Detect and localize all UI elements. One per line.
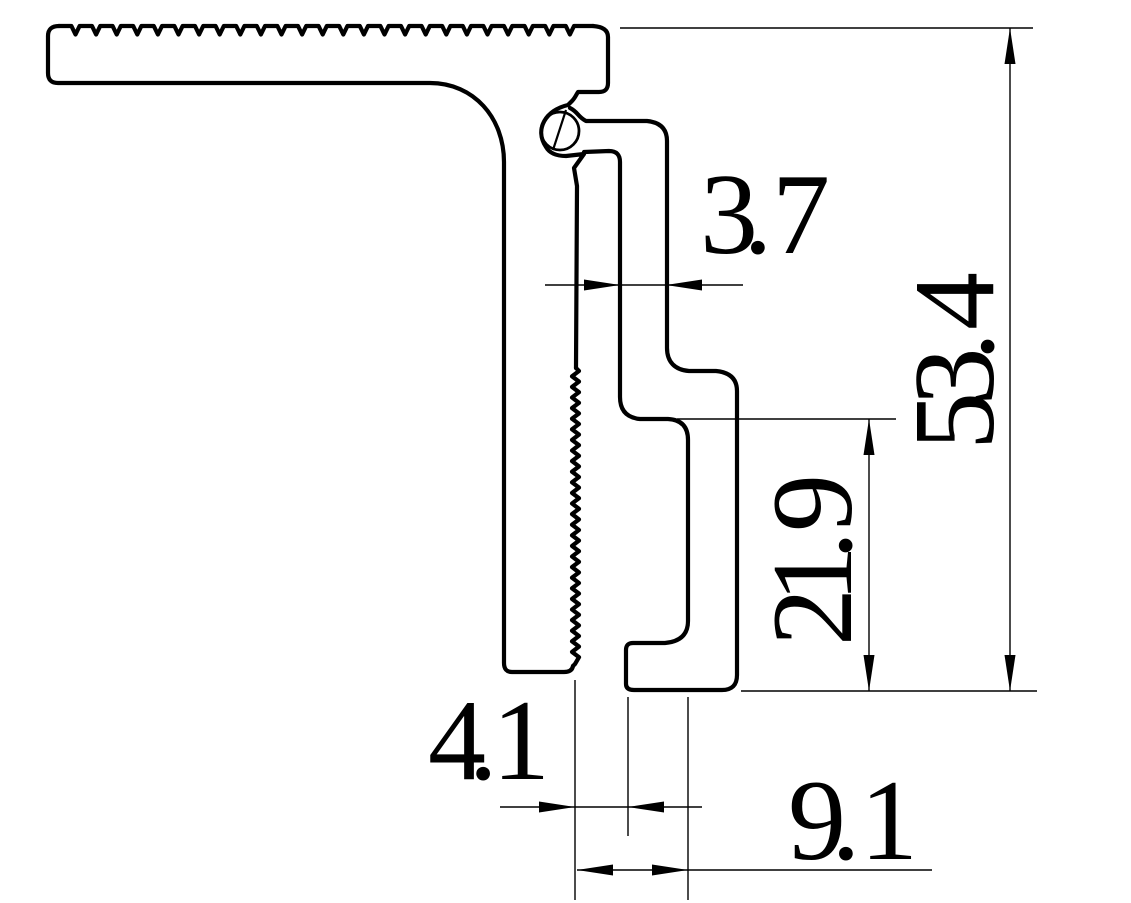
- arrow-3-7-right: [666, 279, 702, 291]
- arrow-21-9-top: [863, 419, 875, 455]
- arrow-21-9-bottom: [863, 655, 875, 691]
- top-serration: [56, 23, 596, 37]
- dimension-channel-width: 9. 1: [577, 757, 932, 885]
- dim-label-21-9: 21. 9: [749, 474, 877, 646]
- dimension-step-height: 21. 9: [749, 419, 877, 691]
- arrow-9-1-left: [577, 864, 613, 876]
- dim-label-53-4: 53. 4: [891, 272, 1019, 450]
- bar-and-leg-outline: [45, 23, 611, 675]
- arrow-3-7-left: [584, 279, 620, 291]
- dimension-overall-height: 53. 4: [891, 28, 1019, 691]
- dimension-slot-gap: 4. 1: [428, 677, 702, 813]
- bead-chord-line: [551, 109, 568, 151]
- extension-lines: [574, 27, 1037, 900]
- leg-serration: [569, 365, 582, 669]
- arrow-9-1-right: [652, 864, 688, 876]
- clamp-arm-outline: [567, 105, 740, 693]
- arrow-4-1-right: [628, 801, 664, 813]
- dim-label-9-1: 9. 1: [788, 757, 918, 885]
- arrow-53-4-bottom: [1004, 655, 1016, 691]
- bead-circle: [539, 110, 581, 152]
- dim-label-3-7: 3. 7: [700, 151, 830, 279]
- arrow-4-1-left: [539, 801, 575, 813]
- dimension-arm-thickness: 3. 7: [545, 151, 830, 291]
- dim-label-4-1: 4. 1: [428, 677, 550, 805]
- arrow-53-4-top: [1004, 28, 1016, 64]
- profile-outline-group: [45, 23, 740, 693]
